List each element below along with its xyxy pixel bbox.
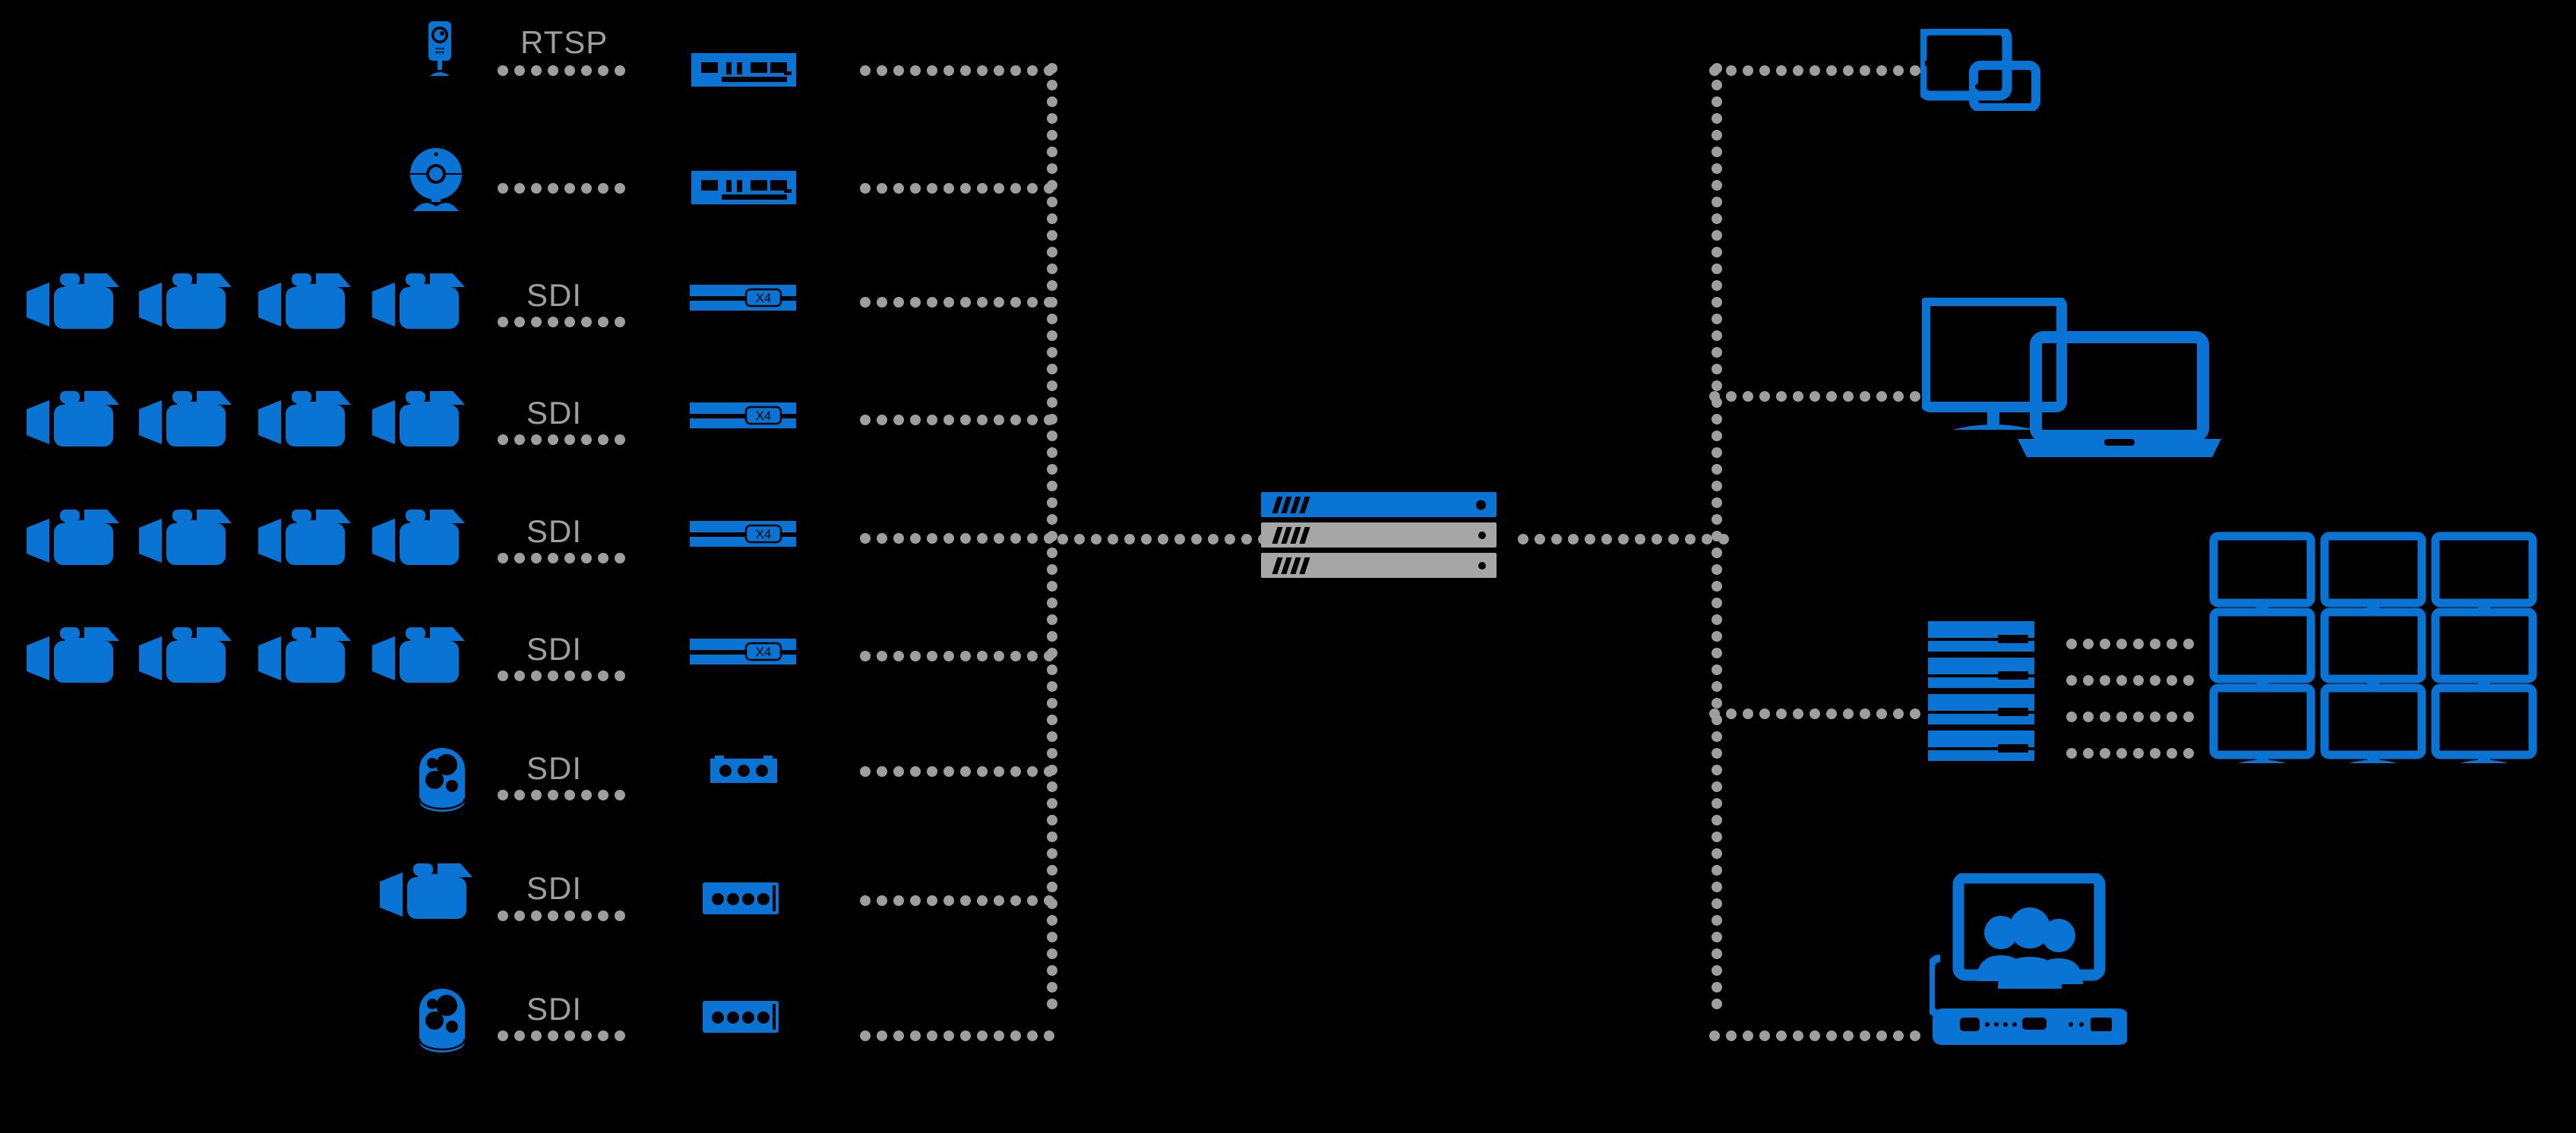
video-camera-icon: [372, 391, 465, 447]
ptz-dome-camera-icon: [418, 748, 466, 812]
sdi-encoder-icon: X4: [690, 639, 799, 664]
video-camera-icon: [27, 391, 119, 447]
video-camera-icon: [27, 273, 119, 329]
video-wall-icon[interactable]: [2209, 532, 2543, 763]
video-camera-icon: [139, 627, 232, 683]
rack-encoder-icon: [691, 171, 796, 204]
video-conference-icon[interactable]: [1930, 873, 2127, 1056]
protocol-label-sdi: SDI: [526, 395, 583, 431]
sdi-encoder-icon: X4: [690, 402, 799, 428]
link-dots-sdi-2: [498, 432, 631, 447]
link-dots-sdi-ptz-1: [498, 787, 631, 803]
protocol-label-sdi: SDI: [526, 513, 583, 549]
video-camera-icon: [372, 627, 465, 683]
video-camera-icon: [258, 510, 351, 565]
video-camera-icon: [372, 510, 465, 565]
link-dots-sdi-camcorder: [498, 908, 631, 923]
video-camera-icon: [139, 273, 232, 329]
link-dots-webcam: [498, 181, 631, 196]
protocol-label-sdi: SDI: [526, 991, 583, 1027]
video-camera-icon: [258, 627, 351, 683]
sdi-encoder-icon: X4: [690, 285, 799, 311]
branch-link-desktop: [1709, 389, 1926, 404]
ptz-dome-camera-icon: [418, 989, 466, 1053]
server-unit-3[interactable]: [1261, 553, 1497, 578]
protocol-label-rtsp: RTSP: [520, 24, 608, 60]
link-dots-sdi-3: [498, 551, 631, 566]
video-camera-icon: [139, 391, 232, 447]
server-unit-3-led: [1478, 561, 1486, 570]
server-to-right-bus-link: [1518, 532, 1735, 547]
server-unit-2[interactable]: [1261, 522, 1497, 548]
rack-encoder-icon: [691, 53, 796, 87]
video-camera-icon: [27, 510, 119, 565]
protocol-label-sdi: SDI: [526, 631, 583, 667]
protocol-label-sdi: SDI: [526, 750, 583, 786]
bus-link-row-2: [860, 181, 1060, 196]
three-port-encoder-icon: [710, 756, 777, 783]
decoder-to-wall-link-2: [2066, 673, 2200, 688]
decoder-to-wall-link-1: [2066, 636, 2200, 652]
bus-link-row-1: [860, 63, 1060, 78]
bus-link-row-8: [860, 893, 1060, 908]
bus-link-row-4: [860, 412, 1060, 428]
link-dots-sdi-1: [498, 314, 631, 330]
decoder-to-wall-link-4: [2066, 746, 2200, 761]
server-center-link: [1057, 532, 1291, 547]
link-dots-sdi-ptz-2: [498, 1028, 631, 1043]
video-camera-icon: [258, 273, 351, 329]
video-camera-icon: [380, 863, 473, 919]
branch-link-mobile: [1709, 63, 1926, 78]
media-server-rack[interactable]: [1261, 492, 1497, 583]
bus-link-row-5: [860, 531, 1060, 546]
protocol-label-sdi: SDI: [526, 870, 583, 906]
svg-text:X4: X4: [756, 645, 772, 659]
server-unit-2-led: [1478, 531, 1486, 539]
svg-text:X4: X4: [756, 409, 772, 423]
server-unit-3-slashes: [1272, 557, 1310, 574]
decoder-stack-icon[interactable]: [1928, 621, 2036, 765]
branch-link-videowall: [1709, 706, 1926, 721]
decoder-to-wall-link-3: [2066, 709, 2200, 724]
four-port-encoder-icon: [703, 882, 779, 914]
sdi-encoder-icon: X4: [690, 521, 799, 547]
link-dots-rtsp: [498, 63, 631, 78]
bus-link-row-3: [860, 295, 1060, 310]
server-unit-1[interactable]: [1261, 492, 1497, 517]
video-camera-icon: [139, 510, 232, 565]
four-port-encoder-icon: [703, 1001, 779, 1033]
protocol-label-sdi: SDI: [526, 277, 583, 313]
svg-text:X4: X4: [756, 527, 772, 541]
link-dots-sdi-4: [498, 668, 631, 683]
server-unit-2-slashes: [1272, 526, 1310, 544]
tablet-and-phone-icon[interactable]: [1920, 29, 2042, 111]
right-vertical-bus: [1709, 63, 1724, 1015]
video-camera-icon: [372, 273, 465, 329]
bus-link-row-7: [860, 764, 1060, 779]
server-unit-1-slashes: [1272, 496, 1310, 513]
bus-link-row-9: [860, 1028, 1060, 1043]
webcam-icon: [410, 148, 462, 211]
video-camera-icon: [27, 627, 119, 683]
server-unit-1-led: [1476, 500, 1486, 510]
video-camera-icon: [258, 391, 351, 447]
monitor-and-laptop-icon[interactable]: [1922, 298, 2241, 469]
branch-link-conference: [1709, 1028, 1926, 1043]
left-vertical-bus: [1045, 63, 1060, 1015]
svg-text:X4: X4: [756, 291, 772, 305]
ip-camera-icon: [428, 21, 451, 76]
bus-link-row-6: [860, 649, 1060, 664]
